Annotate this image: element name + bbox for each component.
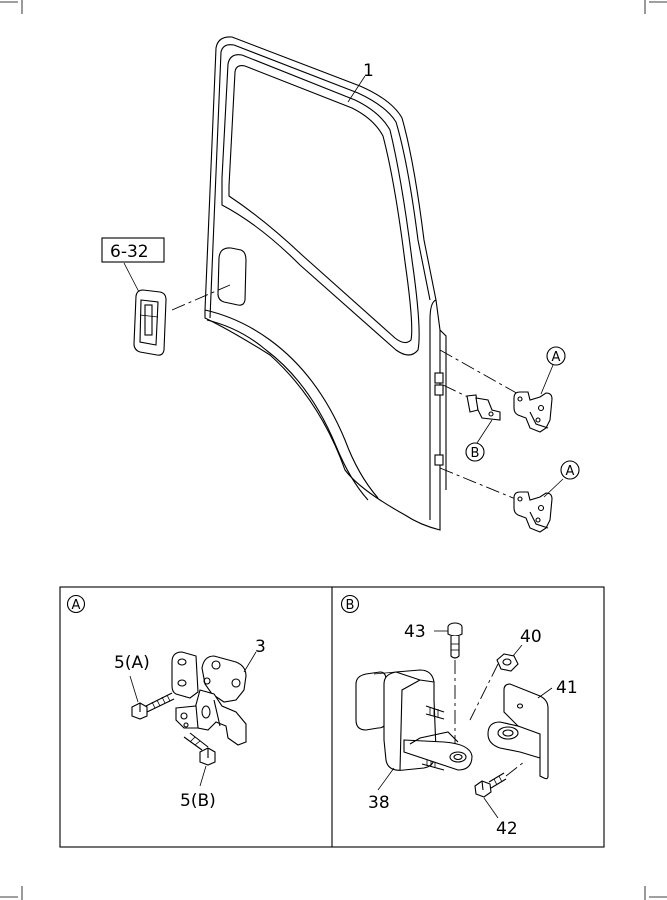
door-leader [347, 75, 366, 103]
door-checker-small [466, 394, 501, 421]
nut-40-callout: 40 [520, 627, 542, 647]
detail-b-marker [340, 594, 360, 614]
inner-handle [133, 289, 167, 356]
nut-40-leader [512, 644, 523, 657]
checker-dash [442, 384, 471, 399]
handle-ref-leader [123, 262, 141, 295]
bolt-5b [183, 732, 216, 766]
part-3-leader [243, 651, 257, 673]
handle-ref-box [101, 237, 165, 263]
detail-a-marker [66, 594, 86, 614]
marker-b-leader [476, 419, 493, 444]
bracket-41-callout: 41 [556, 678, 578, 698]
screw-42-callout: 42 [496, 819, 518, 839]
marker-a-upper-label: A [552, 350, 561, 365]
screw-42-axis [505, 761, 525, 777]
checker-body-leader [377, 767, 395, 791]
door-callout: 1 [363, 61, 374, 81]
marker-b [465, 442, 485, 462]
bolt-5b-callout: 5(B) [180, 791, 216, 811]
handle-ref-callout: 6-32 [110, 242, 149, 262]
checker-body-callout: 38 [368, 793, 390, 813]
hinge-lower [513, 491, 553, 533]
detail-b-marker-label: B [346, 598, 355, 613]
bolt-5b-leader [199, 765, 207, 787]
hinge-a-lower-dash [439, 467, 519, 501]
door-panel [204, 36, 447, 531]
handle-dash [171, 284, 231, 311]
checker-arm [403, 731, 473, 771]
screw-42-leader [483, 797, 499, 819]
bolt-43-callout: 43 [404, 622, 426, 642]
part-3-callout: 3 [255, 637, 266, 657]
bracket-41-leader [537, 687, 553, 699]
bolt-43 [447, 622, 463, 659]
checker-bracket [487, 683, 549, 780]
hinge-a-upper-dash [439, 349, 521, 396]
marker-a-upper-leader [540, 364, 554, 395]
nut-40 [496, 653, 519, 672]
marker-a-lower [560, 460, 580, 480]
marker-a-lower-label: A [566, 464, 575, 479]
bolt-5a-callout: 5(A) [114, 653, 150, 673]
screw-42 [474, 772, 507, 798]
bolt-5a-leader [129, 675, 139, 703]
nut-40-axis [469, 663, 499, 721]
hinge-upper [513, 391, 553, 433]
marker-a-upper [546, 346, 566, 366]
marker-a-lower-leader [543, 478, 564, 498]
detail-a-marker-label: A [72, 598, 81, 613]
marker-b-label: B [471, 446, 480, 461]
hinge-detail [171, 651, 247, 746]
bolt-5a [131, 692, 175, 720]
